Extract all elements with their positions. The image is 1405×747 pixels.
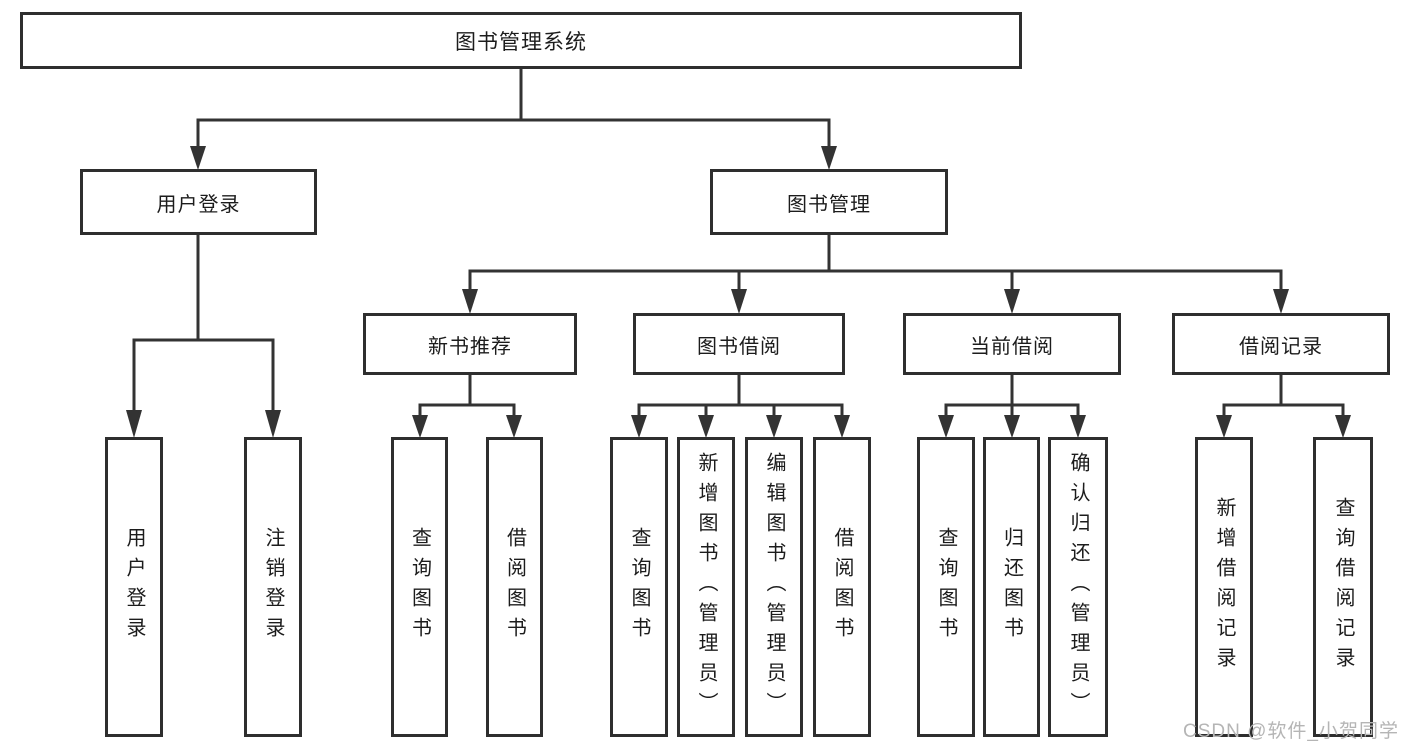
node-borrowing-records: 借阅记录 <box>1172 313 1390 375</box>
node-label: 图书借阅 <box>697 335 781 358</box>
node-current-borrowing: 当前借阅 <box>903 313 1121 375</box>
node-label: 当前借阅 <box>970 335 1054 358</box>
node-label: 用户登录 <box>123 527 145 647</box>
node-label: 借阅图书 <box>503 527 526 647</box>
node-label: 归还图书 <box>1000 527 1023 647</box>
node-label: 查询图书 <box>408 527 431 647</box>
leaf-confirm-return-admin: 确认归还（管理员） <box>1048 437 1108 737</box>
leaf-query-borrow-record: 查询借阅记录 <box>1313 437 1373 737</box>
node-label: 编辑图书（管理员） <box>763 452 785 722</box>
leaf-add-borrow-record: 新增借阅记录 <box>1195 437 1253 737</box>
node-library-management-system: 图书管理系统 <box>20 12 1022 69</box>
node-label: 注销登录 <box>262 527 284 647</box>
node-label: 新增借阅记录 <box>1213 497 1235 677</box>
node-label: 查询图书 <box>935 527 957 647</box>
node-label: 借阅记录 <box>1239 335 1323 358</box>
node-label: 确认归还（管理员） <box>1067 452 1089 722</box>
leaf-add-books-admin: 新增图书（管理员） <box>677 437 735 737</box>
node-label: 用户登录 <box>156 193 241 216</box>
node-label: 查询借阅记录 <box>1332 497 1354 677</box>
node-label: 新增图书（管理员） <box>695 452 717 722</box>
node-user-login: 用户登录 <box>80 169 317 235</box>
leaf-borrow-books: 借阅图书 <box>813 437 871 737</box>
node-new-book-recommendation: 新书推荐 <box>363 313 577 375</box>
node-label: 图书管理系统 <box>455 30 587 54</box>
leaf-logout: 注销登录 <box>244 437 302 737</box>
leaf-borrowing-query-books: 查询图书 <box>610 437 668 737</box>
node-label: 图书管理 <box>787 193 871 216</box>
node-label: 新书推荐 <box>428 335 512 358</box>
leaf-current-query-books: 查询图书 <box>917 437 975 737</box>
leaf-recommend-query-books: 查询图书 <box>391 437 448 737</box>
node-label: 查询图书 <box>628 527 650 647</box>
leaf-user-login: 用户登录 <box>105 437 163 737</box>
node-label: 借阅图书 <box>831 527 853 647</box>
node-book-management: 图书管理 <box>710 169 948 235</box>
leaf-return-books: 归还图书 <box>983 437 1040 737</box>
leaf-edit-books-admin: 编辑图书（管理员） <box>745 437 803 737</box>
leaf-recommend-borrow-books: 借阅图书 <box>486 437 543 737</box>
node-book-borrowing: 图书借阅 <box>633 313 845 375</box>
